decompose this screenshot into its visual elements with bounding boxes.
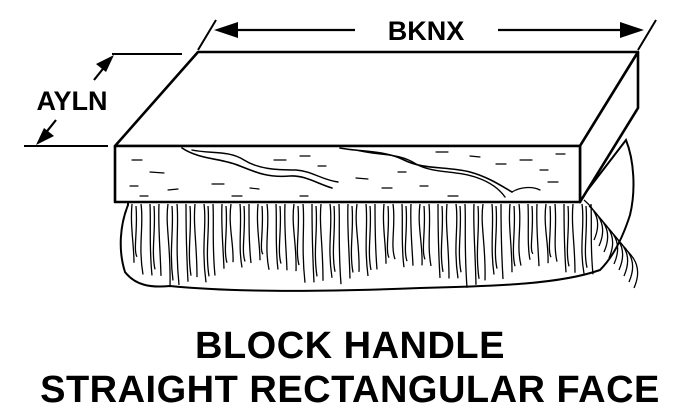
caption-subtitle: STRAIGHT RECTANGULAR FACE (40, 369, 660, 411)
caption-title: BLOCK HANDLE (195, 325, 505, 367)
width-label: BKNX (388, 16, 465, 46)
height-dimension: AYLN (24, 53, 182, 147)
wood-grain (129, 147, 566, 198)
width-dimension: BKNX (197, 16, 657, 51)
block-handle (113, 50, 640, 204)
brush-bristles (119, 137, 639, 292)
block-top-face (113, 50, 640, 148)
height-label: AYLN (36, 86, 107, 116)
block-front-face (113, 144, 582, 204)
